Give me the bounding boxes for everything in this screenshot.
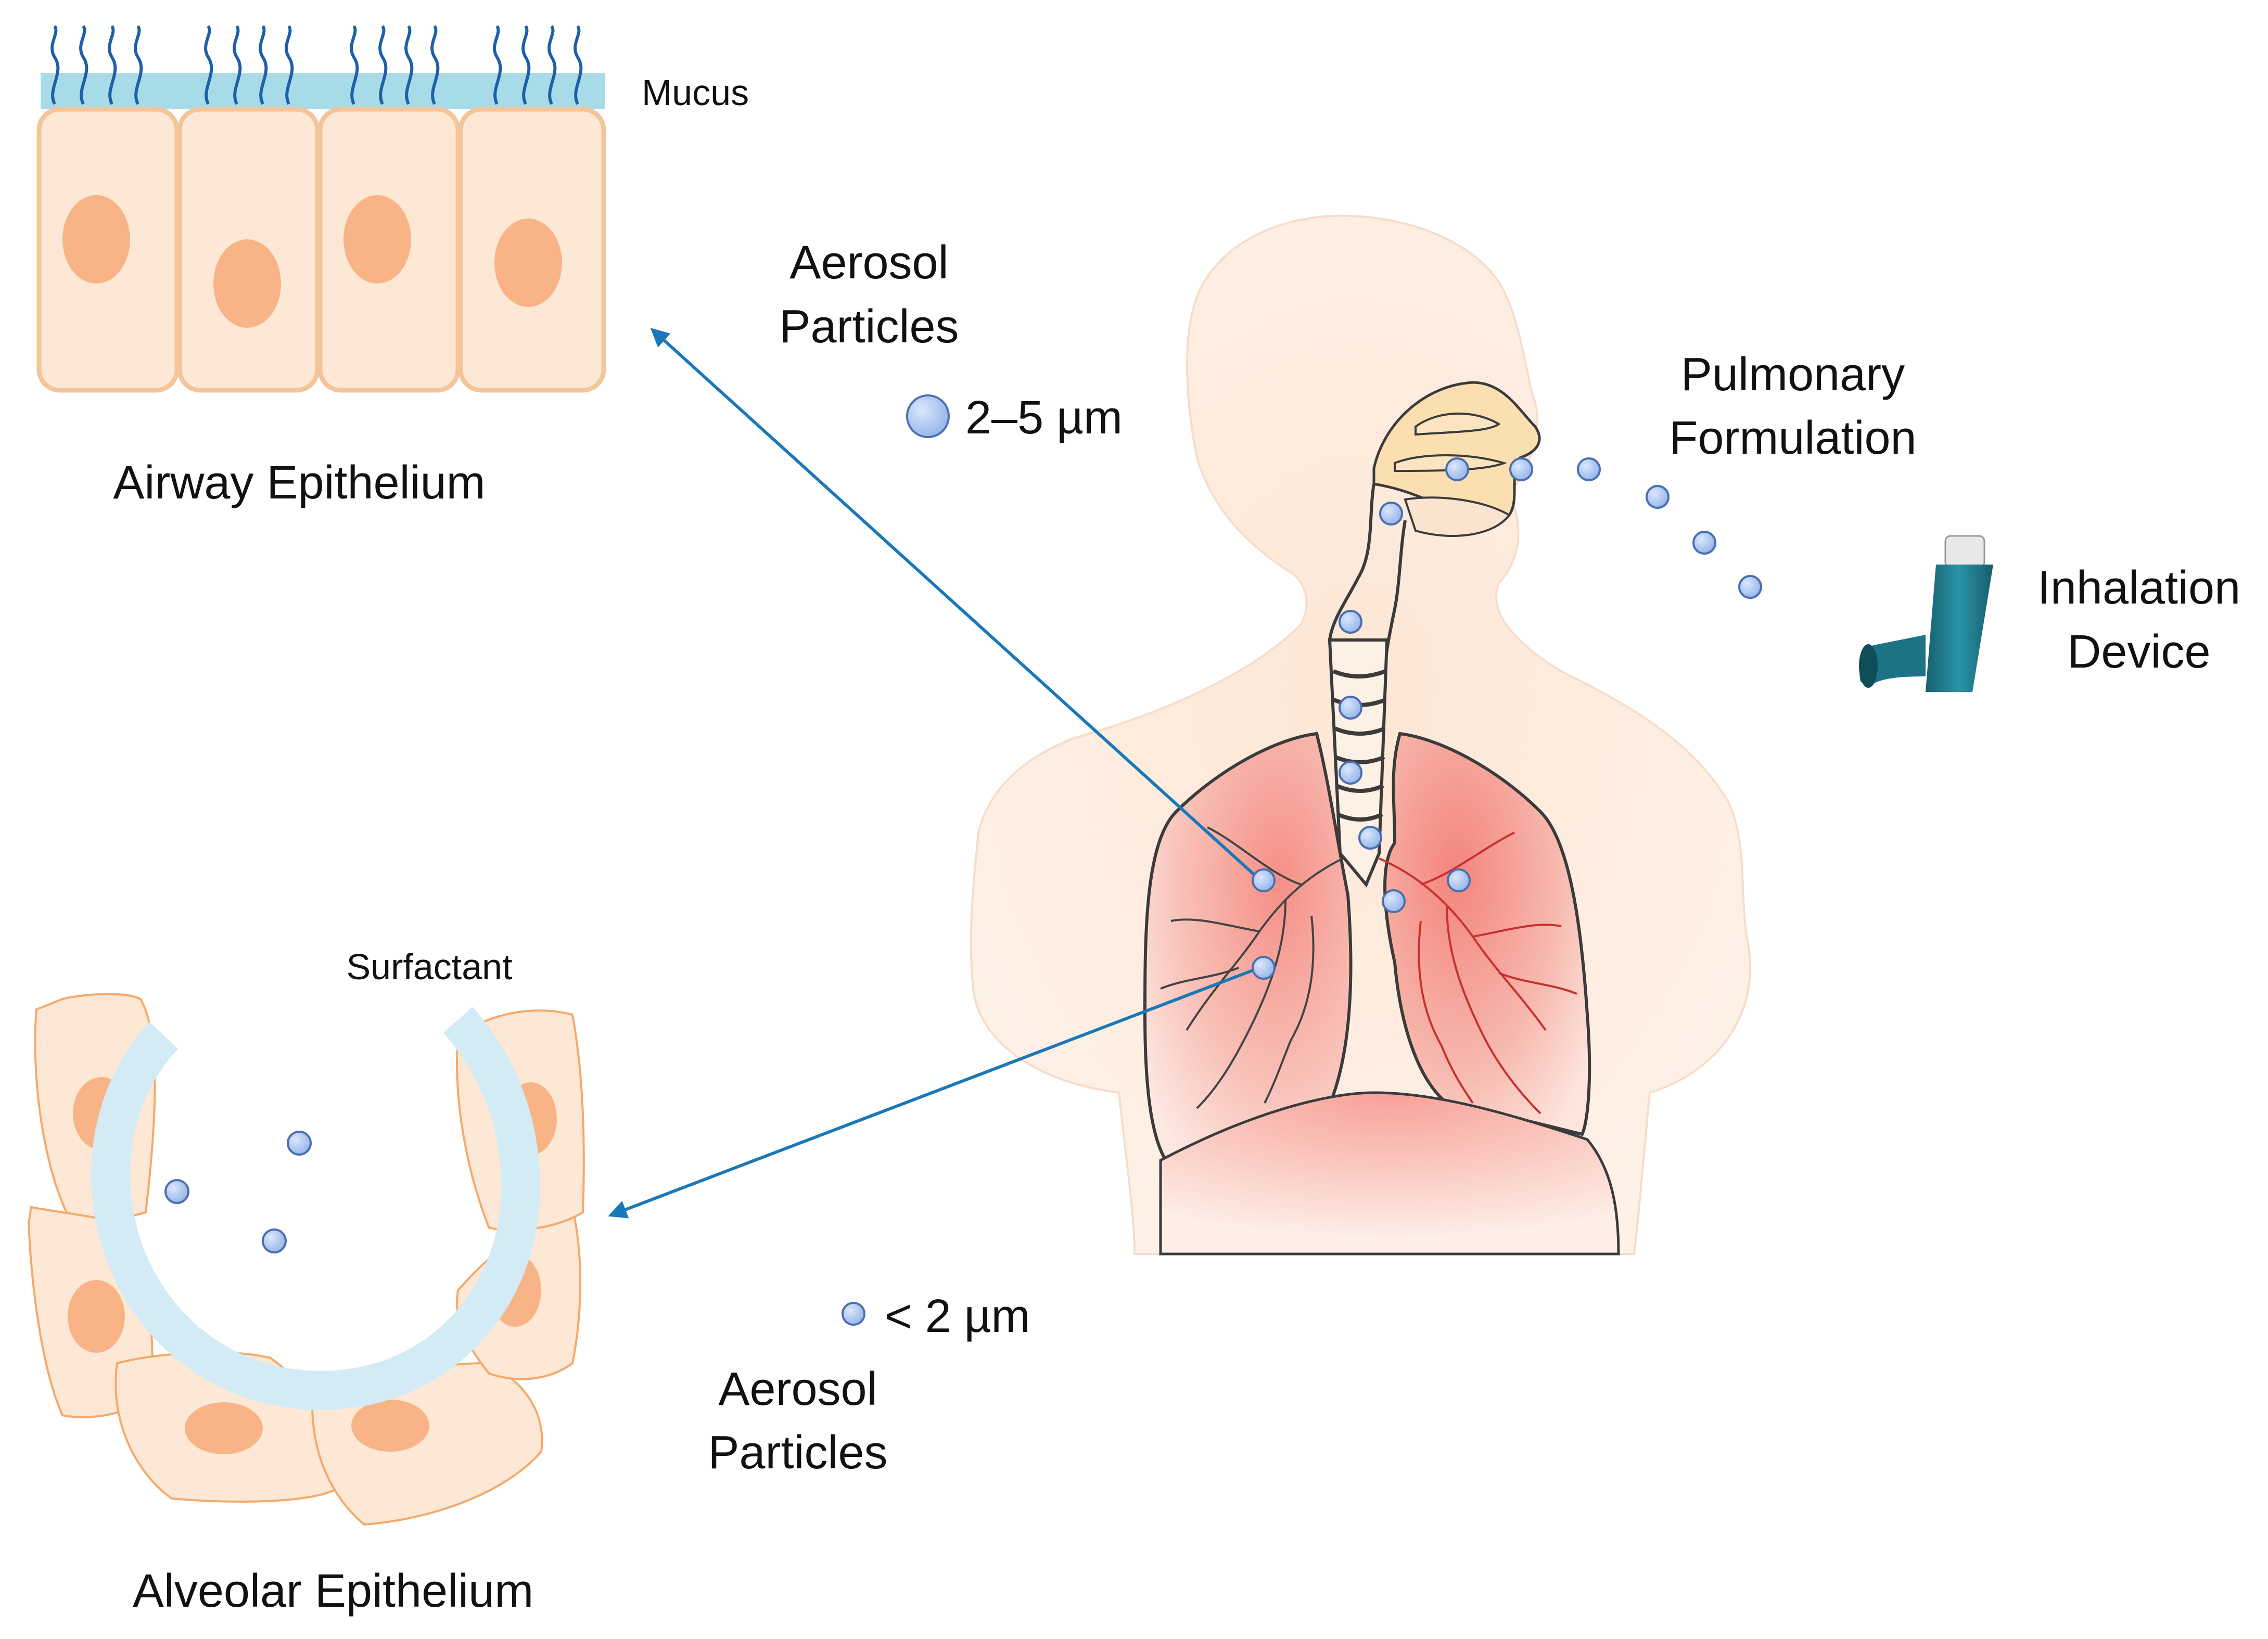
inhaler-body [1926, 565, 1993, 692]
aerosol-particle [1509, 457, 1533, 481]
aerosol-particle [1382, 889, 1406, 913]
cilium [521, 25, 531, 105]
arrow-to-alveolar-epithelium [608, 966, 1260, 1219]
cilium [108, 25, 117, 105]
tracheal-ring [1332, 669, 1386, 678]
mucus-label: Mucus [642, 72, 749, 113]
aerosol-particle [262, 1228, 287, 1253]
canister-cap [1944, 535, 1985, 568]
aerosol-particle [287, 1131, 312, 1156]
aerosol-particle [164, 1179, 189, 1204]
aerosol-particle [1252, 868, 1276, 892]
inhalation-device-label-line2: Device [2067, 626, 2210, 678]
mucus-layer [41, 73, 605, 109]
particle-size-large-label: 2–5 µm [965, 392, 1123, 444]
aerosol-particles [164, 394, 1762, 1326]
aerosol-particle [1577, 457, 1601, 481]
cilium [259, 25, 268, 105]
nucleus [343, 195, 411, 284]
tracheal-ring [1335, 784, 1384, 793]
aerosol-particle-legend-large [906, 394, 950, 438]
cilium [430, 25, 440, 105]
cilium [574, 25, 583, 105]
aerosol-particles-top-label-line1: Aerosol [789, 237, 948, 289]
inhalation-device-label-line1: Inhalation [2037, 562, 2240, 614]
nucleus [185, 1402, 263, 1454]
diaphragm [1159, 1091, 1620, 1256]
pulmonary-formulation-label-line1: Pulmonary [1681, 349, 1905, 401]
bronchus [1264, 915, 1315, 1104]
airway-nuclei [62, 195, 562, 328]
aerosol-particle [1252, 956, 1276, 980]
pulmonary-formulation-label-line2: Formulation [1669, 412, 1916, 464]
cilia-group [50, 25, 583, 105]
human-torso [970, 214, 1752, 1256]
tracheal-ring [1336, 812, 1383, 822]
aerosol-particle [1447, 868, 1471, 892]
aerosol-particle [1358, 826, 1382, 850]
aerosol-particle-legend-small [842, 1302, 865, 1326]
tracheal-ring [1334, 726, 1386, 736]
nucleus [68, 1280, 125, 1353]
bronchus [1446, 905, 1541, 1115]
bronchi-left [1160, 826, 1343, 1109]
cilium [378, 25, 388, 105]
nucleus [351, 1400, 429, 1452]
nucleus [494, 219, 562, 307]
aerosol-particles-bottom-label-line1: Aerosol [718, 1363, 877, 1415]
bronchus [1418, 920, 1474, 1104]
aerosol-particle [1339, 696, 1362, 720]
pharynx [1328, 483, 1375, 677]
aerosol-particle [1445, 457, 1469, 481]
cilium [79, 25, 88, 105]
bronchus [1420, 831, 1515, 886]
cilium [547, 25, 557, 105]
alveolar-epithelium-label: Alveolar Epithelium [133, 1565, 533, 1617]
surfactant-label: Surfactant [346, 946, 512, 987]
inhaler-mouthpiece-opening [1859, 644, 1878, 688]
bronchus [1498, 972, 1577, 995]
bronchus [1170, 918, 1260, 932]
aerosol-particle [1692, 531, 1716, 555]
bronchus [1160, 967, 1239, 990]
cilium [404, 25, 414, 105]
cilium [204, 25, 213, 105]
aerosol-particle [1379, 502, 1403, 526]
arrow-to-airway-epithelium [650, 328, 1261, 881]
nucleus [213, 239, 281, 328]
aerosol-particle [1339, 761, 1362, 785]
airway-epithelium-label: Airway Epithelium [113, 457, 485, 509]
cilium [493, 25, 502, 105]
bronchus [1207, 826, 1302, 886]
aerosol-particle [1646, 485, 1670, 509]
airway-epithelium-illustration [36, 25, 606, 393]
tracheal-ring [1334, 755, 1385, 764]
bronchi-right [1379, 831, 1577, 1115]
aerosol-particles-bottom-label-line2: Particles [708, 1427, 887, 1479]
nucleus [62, 195, 130, 284]
cilium [134, 25, 143, 105]
oral-cavity [1404, 496, 1511, 537]
alveolar-epithelium-illustration [27, 993, 585, 1526]
aerosol-particles-top-label-line2: Particles [779, 301, 959, 353]
surfactant-layer [91, 1007, 540, 1410]
aerosol-particle [1339, 610, 1362, 634]
nasal-turbinate [1415, 412, 1501, 436]
cilium [50, 25, 60, 105]
inhaler-icon [1859, 535, 1993, 692]
cilium [285, 25, 294, 105]
bronchus [1196, 900, 1286, 1109]
cilium [233, 25, 242, 105]
cilium [350, 25, 359, 105]
particle-size-small-label: < 2 µm [885, 1290, 1030, 1342]
aerosol-particle [1738, 575, 1762, 599]
bronchus [1472, 924, 1562, 938]
